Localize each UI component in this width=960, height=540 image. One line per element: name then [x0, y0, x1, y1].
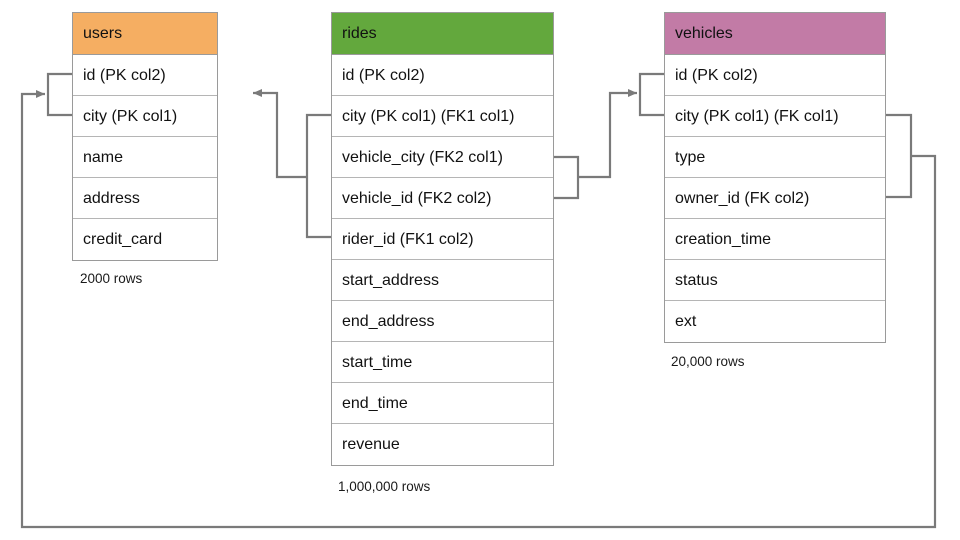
row-count-rides: 1,000,000 rows: [338, 479, 431, 494]
field-row-vehicles-owner-id[interactable]: owner_id (FK col2): [665, 178, 885, 219]
edge-users-left-bracket: [46, 72, 72, 117]
table-card-rides[interactable]: rides id (PK col2) city (PK col1) (FK1 c…: [331, 12, 554, 466]
row-count-users: 2000 rows: [80, 271, 143, 286]
field-row-vehicles-id[interactable]: id (PK col2): [665, 55, 885, 96]
row-count-vehicles: 20,000 rows: [671, 354, 745, 369]
table-card-vehicles[interactable]: vehicles id (PK col2) city (PK col1) (FK…: [664, 12, 886, 343]
field-row-vehicles-ext[interactable]: ext: [675, 313, 697, 330]
field-row-rides-revenue[interactable]: revenue: [342, 436, 400, 453]
field-row-vehicles-status[interactable]: status: [665, 260, 885, 301]
field-row-vehicles-city[interactable]: city (PK col1) (FK col1): [665, 96, 885, 137]
field-row-users-id[interactable]: id (PK col2): [73, 55, 217, 96]
field-row-rides-start-time[interactable]: start_time: [332, 342, 553, 383]
field-row-users-credit-card[interactable]: credit_card: [83, 231, 163, 248]
field-row-users-name[interactable]: name: [73, 137, 217, 178]
edge-rides-fk2-to-vehicles: [554, 89, 637, 200]
table-header-vehicles: vehicles: [665, 13, 885, 55]
field-row-rides-start-address[interactable]: start_address: [332, 260, 553, 301]
field-row-vehicles-type[interactable]: type: [665, 137, 885, 178]
field-row-rides-end-address[interactable]: end_address: [332, 301, 553, 342]
field-row-rides-rider-id[interactable]: rider_id (FK1 col2): [332, 219, 553, 260]
table-card-users[interactable]: users id (PK col2) city (PK col1) name a…: [72, 12, 218, 261]
field-row-rides-vehicle-id[interactable]: vehicle_id (FK2 col2): [332, 178, 553, 219]
field-row-rides-city[interactable]: city (PK col1) (FK1 col1): [332, 96, 553, 137]
field-row-users-address[interactable]: address: [73, 178, 217, 219]
field-row-rides-id[interactable]: id (PK col2): [332, 55, 553, 96]
field-row-rides-end-time[interactable]: end_time: [332, 383, 553, 424]
table-header-users: users: [73, 13, 217, 55]
table-header-rides: rides: [332, 13, 553, 55]
field-row-rides-vehicle-city[interactable]: vehicle_city (FK2 col1): [332, 137, 553, 178]
field-row-vehicles-creation-time[interactable]: creation_time: [665, 219, 885, 260]
field-row-users-city[interactable]: city (PK col1): [73, 96, 217, 137]
edge-vehicles-left-bracket: [638, 72, 664, 117]
